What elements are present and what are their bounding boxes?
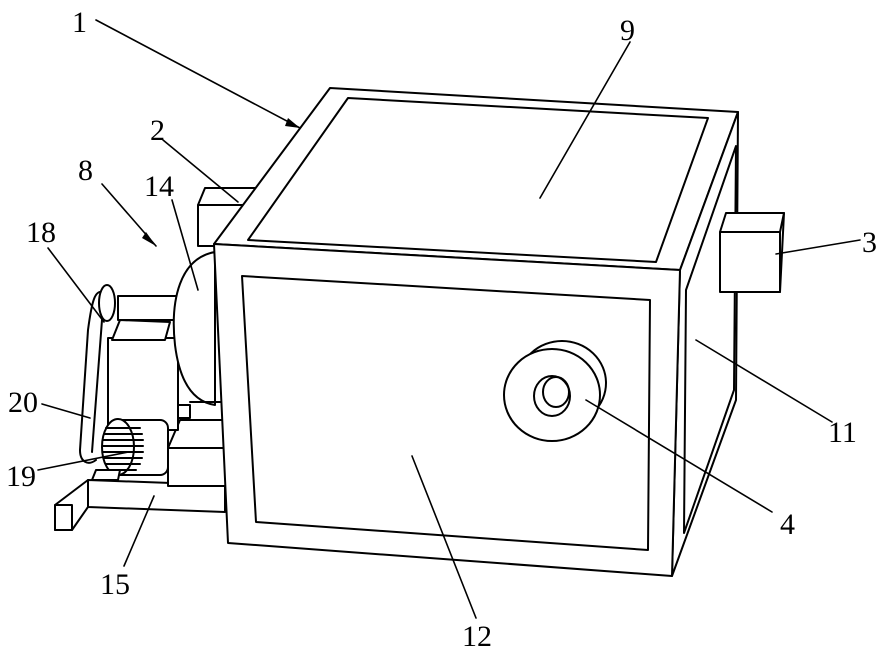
label-8: 8 <box>78 154 93 187</box>
label-19: 19 <box>6 460 36 493</box>
label-15: 15 <box>100 568 130 601</box>
label-4: 4 <box>780 508 795 541</box>
front-face <box>214 244 680 576</box>
label-14: 14 <box>144 170 174 203</box>
label-1: 1 <box>72 6 87 39</box>
label-3: 3 <box>862 226 877 259</box>
label-12: 12 <box>462 620 492 653</box>
motor <box>92 419 168 480</box>
label-9: 9 <box>620 14 635 47</box>
label-18: 18 <box>26 216 56 249</box>
label-2: 2 <box>150 114 165 147</box>
label-20: 20 <box>8 386 38 419</box>
label-11: 11 <box>828 416 857 449</box>
main-box <box>214 88 738 576</box>
side-outlet <box>720 213 784 292</box>
base-plate <box>55 480 225 530</box>
